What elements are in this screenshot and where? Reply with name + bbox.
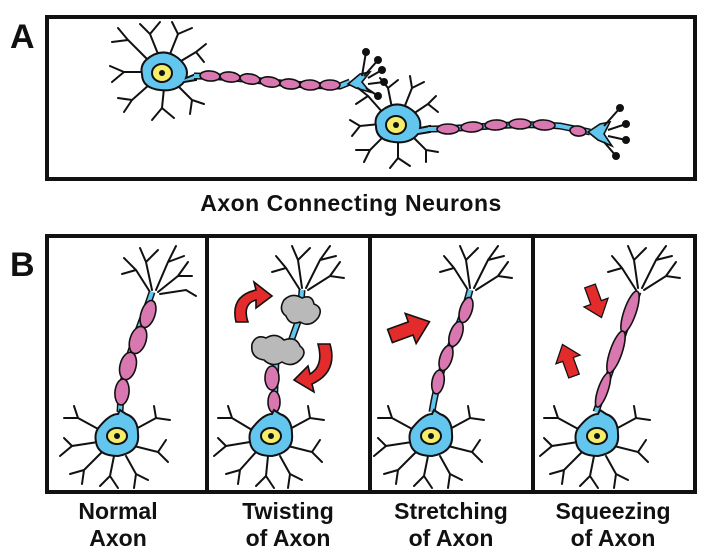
caption-twisting-line2: of Axon xyxy=(245,525,331,551)
neuron-a1 xyxy=(109,21,388,121)
caption-normal-line1: Normal xyxy=(78,498,158,524)
caption-stretching-line1: Stretching xyxy=(394,498,508,524)
caption-stretching-axon: Stretching of Axon xyxy=(371,498,531,552)
caption-twisting-axon: Twisting of Axon xyxy=(208,498,368,552)
neuron-stretching xyxy=(373,245,513,489)
caption-squeezing-line2: of Axon xyxy=(570,525,656,551)
caption-stretching-line2: of Axon xyxy=(408,525,494,551)
caption-normal-axon: Normal Axon xyxy=(38,498,198,552)
panel-a-frame xyxy=(45,15,697,181)
caption-normal-line2: Axon xyxy=(89,525,147,551)
damage-blob xyxy=(250,294,322,366)
neuron-normal xyxy=(59,245,197,489)
caption-twisting-line1: Twisting xyxy=(242,498,334,524)
neuron-squeezing xyxy=(539,245,681,489)
panel-a-letter: A xyxy=(10,18,35,56)
panel-a-caption: Axon Connecting Neurons xyxy=(200,190,502,216)
neuron-twisting xyxy=(213,245,345,489)
caption-squeezing-line1: Squeezing xyxy=(555,498,671,524)
stretch-arrow-icon xyxy=(383,305,436,352)
panel-b-letter: B xyxy=(10,246,35,284)
twist-arrow-icon xyxy=(234,279,333,394)
squeeze-arrows-icon xyxy=(549,280,615,382)
caption-squeezing-axon: Squeezing of Axon xyxy=(533,498,693,552)
neuron-a2 xyxy=(349,75,630,169)
